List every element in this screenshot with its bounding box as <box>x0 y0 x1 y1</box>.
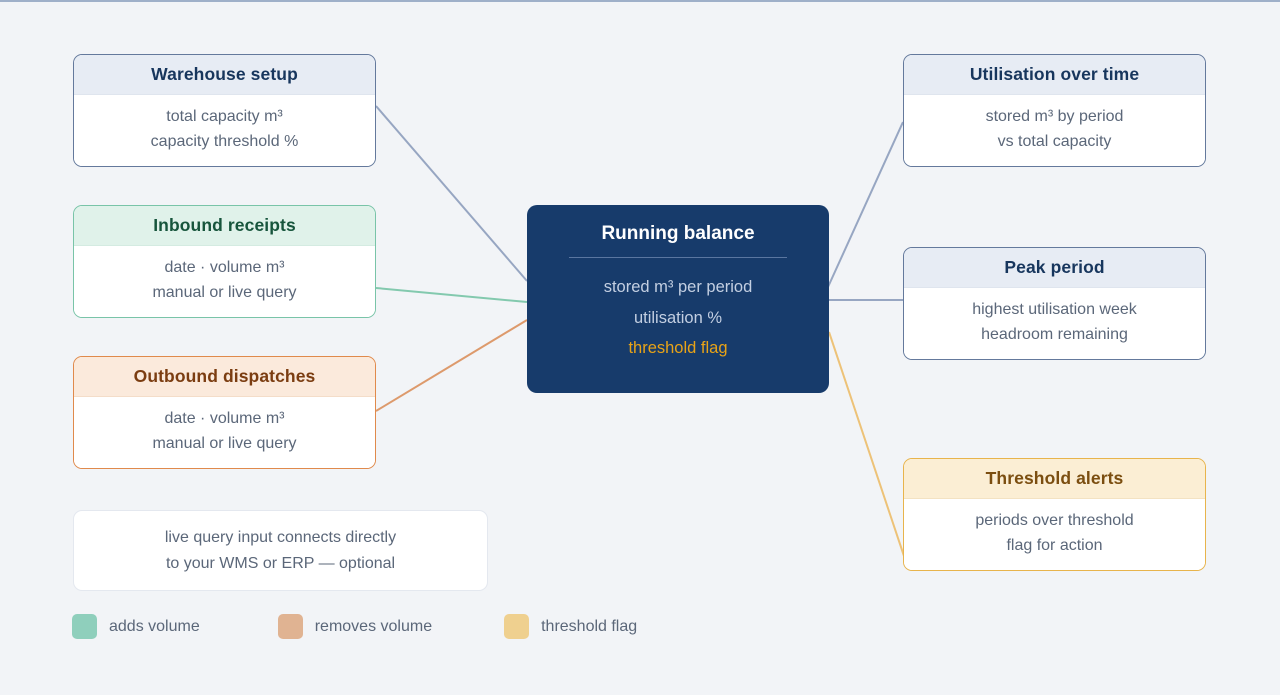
card-line: stored m³ by period <box>985 108 1124 125</box>
card-outbound-dispatches[interactable]: Outbound dispatches date · volume m³ man… <box>73 356 376 469</box>
edge-center-to-utilisation-over-time <box>827 121 904 288</box>
card-peak-period[interactable]: Peak period highest utilisation week hea… <box>903 247 1206 360</box>
card-body: highest utilisation week headroom remain… <box>904 288 1205 359</box>
card-body: date · volume m³ manual or live query <box>74 246 375 317</box>
legend-swatch-amber <box>504 614 530 639</box>
legend: adds volume removes volume threshold fla… <box>72 614 637 639</box>
legend-item-threshold-flag: threshold flag <box>504 614 637 639</box>
legend-label: removes volume <box>314 617 433 635</box>
card-threshold-alerts[interactable]: Threshold alerts periods over threshold … <box>903 458 1206 571</box>
center-node-line: utilisation % <box>633 308 723 327</box>
card-line: date · volume m³ <box>164 410 285 427</box>
edge-warehouse-setup-to-center <box>375 105 528 282</box>
card-body: periods over threshold flag for action <box>904 499 1205 570</box>
legend-label: adds volume <box>109 617 200 635</box>
legend-label: threshold flag <box>541 617 638 635</box>
center-node-divider <box>569 257 787 258</box>
legend-item-removes-volume: removes volume <box>277 614 433 639</box>
edge-outbound-dispatches-to-center <box>375 319 528 412</box>
card-line: capacity threshold % <box>150 133 299 151</box>
legend-swatch-green <box>72 614 97 639</box>
center-node-line: stored m³ per period <box>603 278 753 296</box>
card-title: Inbound receipts <box>74 206 375 246</box>
legend-swatch-salmon <box>277 614 303 639</box>
card-line: periods over threshold <box>975 512 1134 529</box>
card-inbound-receipts[interactable]: Inbound receipts date · volume m³ manual… <box>73 205 376 318</box>
center-node-running-balance[interactable]: Running balance stored m³ per period uti… <box>527 205 829 393</box>
card-body: total capacity m³ capacity threshold % <box>74 95 375 166</box>
card-line: vs total capacity <box>997 133 1112 151</box>
card-title: Warehouse setup <box>74 55 375 95</box>
card-line: flag for action <box>1006 537 1103 555</box>
card-line: total capacity m³ <box>166 108 283 125</box>
card-title: Peak period <box>904 248 1205 288</box>
center-node-threshold-flag: threshold flag <box>628 339 728 358</box>
card-title: Outbound dispatches <box>74 357 375 397</box>
note-line: to your WMS or ERP — optional <box>165 554 396 572</box>
card-line: manual or live query <box>152 284 297 302</box>
card-line: date · volume m³ <box>164 259 285 276</box>
card-body: stored m³ by period vs total capacity <box>904 95 1205 166</box>
card-line: manual or live query <box>152 435 297 453</box>
card-body: date · volume m³ manual or live query <box>74 397 375 468</box>
edge-center-to-threshold-alerts <box>828 331 909 569</box>
legend-item-adds-volume: adds volume <box>72 614 200 639</box>
card-utilisation-over-time[interactable]: Utilisation over time stored m³ by perio… <box>903 54 1206 167</box>
card-title: Utilisation over time <box>904 55 1205 95</box>
card-title: Threshold alerts <box>904 459 1205 499</box>
note-line: live query input connects directly <box>164 529 397 546</box>
note-live-query: live query input connects directly to yo… <box>73 510 488 592</box>
card-warehouse-setup[interactable]: Warehouse setup total capacity m³ capaci… <box>73 54 376 167</box>
card-line: headroom remaining <box>981 326 1128 344</box>
card-line: highest utilisation week <box>972 301 1137 318</box>
center-node-title: Running balance <box>601 223 755 244</box>
edge-inbound-receipts-to-center <box>375 287 528 303</box>
